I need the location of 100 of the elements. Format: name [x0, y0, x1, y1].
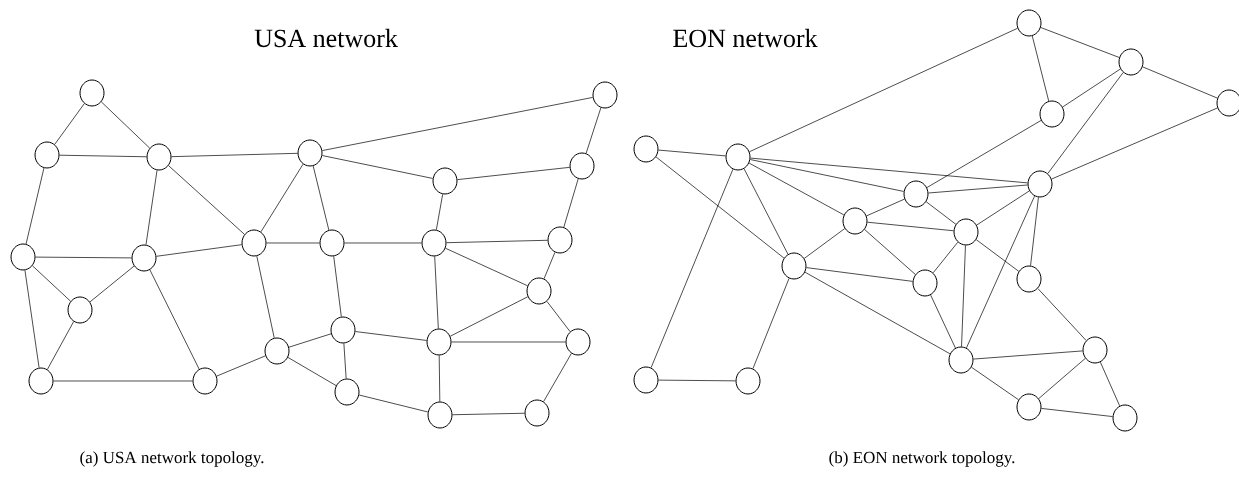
- network-node: [1039, 100, 1065, 128]
- network-node: [547, 226, 573, 254]
- link-line: [168, 165, 245, 235]
- link-line: [35, 256, 132, 259]
- network-node: [524, 399, 550, 427]
- link-line: [333, 256, 342, 317]
- network-node: [1112, 404, 1138, 432]
- link-line: [804, 228, 846, 259]
- link-line: [655, 156, 785, 259]
- link-line: [748, 162, 845, 216]
- link-line: [546, 301, 571, 332]
- link-line: [743, 168, 789, 255]
- link-line: [658, 379, 736, 382]
- network-node: [427, 401, 453, 429]
- link-line: [1047, 72, 1124, 174]
- network-node: [569, 152, 595, 180]
- link-line: [1051, 107, 1218, 180]
- link-line: [171, 153, 298, 157]
- link-line: [288, 333, 332, 348]
- link-line: [47, 321, 74, 370]
- network-node: [146, 143, 172, 171]
- network-node: [192, 367, 218, 395]
- link-line: [867, 221, 954, 232]
- network-node: [633, 366, 659, 394]
- link-line: [1030, 197, 1039, 266]
- network-node: [781, 252, 807, 280]
- link-line: [24, 269, 40, 368]
- link-line: [449, 296, 529, 337]
- link-line: [145, 169, 158, 245]
- link-line: [563, 178, 579, 228]
- link-line: [806, 267, 913, 282]
- link-line: [457, 167, 570, 180]
- link-line: [543, 252, 556, 279]
- link-line: [156, 244, 242, 257]
- link-line: [866, 198, 905, 217]
- link-line: [54, 103, 85, 145]
- link-line: [266, 242, 320, 244]
- network-node: [79, 79, 105, 107]
- link-line: [976, 190, 1030, 226]
- link-line: [961, 245, 966, 347]
- link-line: [25, 167, 45, 245]
- network-node: [592, 81, 618, 109]
- link-line: [1038, 358, 1086, 399]
- title: EON network: [673, 28, 818, 48]
- link-line: [101, 101, 150, 149]
- network-node: [241, 229, 267, 257]
- link-line: [355, 331, 427, 341]
- network-node: [264, 337, 290, 365]
- link-line: [321, 97, 594, 151]
- network-node: [903, 180, 929, 208]
- link-line: [930, 294, 956, 349]
- link-line: [1040, 27, 1120, 58]
- network-node: [421, 229, 447, 257]
- network-node: [953, 218, 979, 246]
- network-node: [725, 143, 751, 171]
- link-line: [650, 168, 734, 368]
- link-line: [752, 278, 790, 369]
- network-node: [1016, 393, 1042, 421]
- link-line: [438, 355, 441, 402]
- network-node: [67, 296, 93, 324]
- link-line: [287, 357, 337, 386]
- link-line: [53, 380, 193, 382]
- network-node: [1016, 265, 1042, 293]
- network-node: [633, 135, 659, 163]
- link-line: [928, 184, 1028, 194]
- network-node: [735, 367, 761, 395]
- network-node: [842, 207, 868, 235]
- network-node: [34, 141, 60, 169]
- link-line: [543, 353, 572, 402]
- network-node: [432, 167, 458, 195]
- link-line: [321, 155, 434, 179]
- link-line: [32, 265, 71, 302]
- network-node: [565, 328, 591, 356]
- link-line: [973, 350, 1083, 360]
- link-line: [446, 239, 548, 244]
- link-line: [975, 239, 1020, 272]
- link-line: [966, 195, 1035, 349]
- network-node: [28, 367, 54, 395]
- network-node: [1082, 336, 1108, 364]
- network-node: [319, 229, 345, 257]
- network-node: [330, 316, 356, 344]
- link-line: [358, 394, 429, 413]
- link-line: [932, 241, 959, 274]
- link-line: [256, 255, 275, 339]
- link-line: [445, 247, 528, 287]
- caption: (a) USA network topology.: [80, 451, 264, 467]
- title: USA network: [254, 28, 398, 48]
- network-node: [912, 269, 938, 297]
- link-line: [926, 120, 1042, 188]
- link-line: [1031, 35, 1050, 102]
- network-node: [1027, 170, 1053, 198]
- network-node: [1118, 48, 1144, 76]
- link-line: [1037, 288, 1087, 341]
- network-node: [131, 244, 157, 272]
- network-node: [1016, 9, 1042, 37]
- link-line: [434, 256, 439, 329]
- link-line: [260, 163, 304, 233]
- link-line: [343, 343, 347, 379]
- link-line: [312, 165, 330, 231]
- link-line: [149, 269, 200, 370]
